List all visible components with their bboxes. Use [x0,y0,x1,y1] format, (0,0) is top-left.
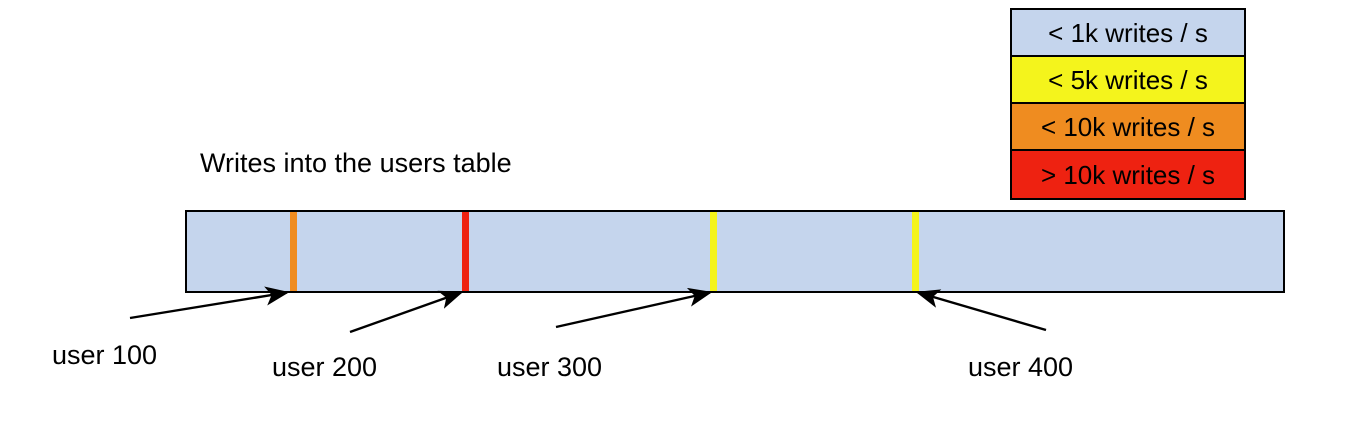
arrow-user-400 [915,289,1047,332]
legend-label-over-10k: > 10k writes / s [1040,159,1216,190]
legend-row-under-1k: < 1k writes / s [1012,10,1244,57]
chart-title: Writes into the users table [200,148,512,178]
stripe-user-100 [290,212,297,291]
stripe-user-300 [710,212,717,291]
arrow-user-300 [555,287,713,329]
legend-row-under-10k: < 10k writes / s [1012,104,1244,151]
label-user-100: user 100 [52,340,158,370]
label-user-200: user 200 [272,352,378,382]
legend-label-under-1k: < 1k writes / s [1048,17,1208,48]
users-table-bar [185,210,1285,293]
label-user-400: user 400 [968,352,1074,382]
legend-label-under-5k: < 5k writes / s [1048,64,1208,95]
stripe-user-200 [462,212,469,291]
arrow-user-100 [129,286,290,320]
legend-row-under-5k: < 5k writes / s [1012,57,1244,104]
label-user-300: user 300 [497,352,603,382]
arrow-user-200 [349,290,464,334]
stripe-user-400 [912,212,919,291]
legend-label-under-10k: < 10k writes / s [1040,111,1216,142]
legend-row-over-10k: > 10k writes / s [1012,151,1244,198]
write-rate-legend: < 1k writes / s < 5k writes / s < 10k wr… [1010,8,1246,200]
